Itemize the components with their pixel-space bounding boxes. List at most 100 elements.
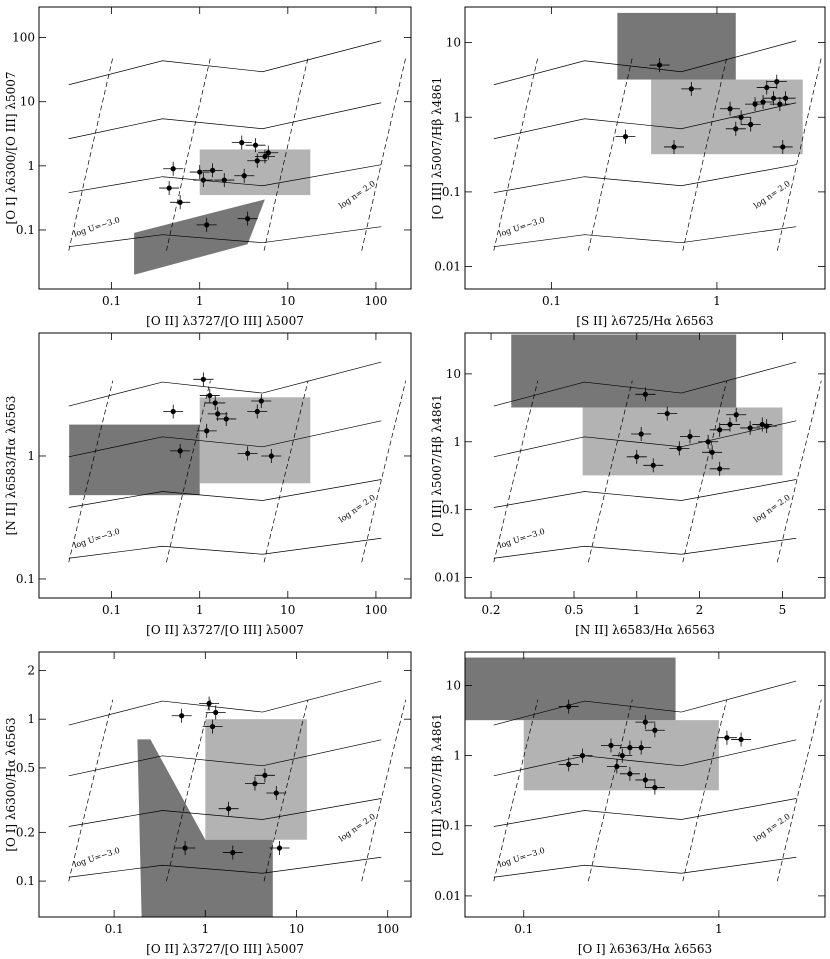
dark-shaded-region (69, 424, 200, 496)
data-point (642, 391, 648, 397)
plot-frame (38, 6, 412, 290)
data-point (748, 121, 754, 128)
data-point (207, 392, 213, 399)
y-tick-label: 2 (27, 663, 35, 677)
model-grid-line-dashed (263, 699, 309, 882)
model-grid-line (493, 420, 797, 458)
dark-shaded-region (511, 334, 737, 408)
x-tick-label: 0.5 (564, 603, 583, 617)
x-tick-label: 10 (280, 294, 295, 308)
model-grid-line (68, 40, 382, 86)
model-grid-line (493, 361, 797, 407)
data-point (780, 144, 786, 150)
data-point (650, 462, 656, 468)
model-grid-line-dashed (361, 699, 407, 882)
data-point (709, 449, 715, 455)
data-point (687, 433, 693, 439)
model-grid-line-dashed (682, 380, 728, 563)
y-tick-label: 1 (27, 449, 35, 463)
data-point (268, 453, 274, 459)
x-tick-label: 0.1 (105, 922, 124, 936)
data-point (273, 790, 279, 796)
model-grid-line (493, 680, 797, 726)
plot-frame (38, 332, 412, 599)
y-axis-title: [O I] λ6300/Hα λ6563 (4, 717, 18, 851)
data-point (622, 134, 629, 140)
x-tick-label: 1 (713, 294, 721, 308)
model-grid-line-dashed (587, 380, 633, 563)
data-point (642, 777, 648, 783)
y-tick-label: 10 (446, 367, 461, 381)
plot-frame (464, 332, 826, 599)
data-point (276, 845, 283, 851)
model-grid-line (68, 798, 382, 827)
data-point (230, 849, 236, 856)
model-grid-line-dashed (682, 699, 728, 882)
y-tick-label: 0.01 (434, 571, 461, 585)
data-point (166, 185, 172, 191)
y-tick-label: 100 (12, 31, 35, 45)
model-grid-line-dashed (493, 380, 539, 563)
data-point (245, 450, 251, 456)
grid-n-label: log n= 2.0 (752, 179, 792, 211)
dark-shaded-region (137, 739, 273, 917)
model-grid-line (493, 856, 797, 878)
data-point (770, 95, 777, 101)
y-tick-label: 1 (453, 435, 461, 449)
x-tick-label: 0.1 (542, 294, 561, 308)
y-tick-label: 0.1 (442, 819, 461, 833)
data-point (733, 412, 739, 418)
y-tick-label: 0.01 (434, 260, 461, 274)
data-point (262, 772, 268, 778)
y-tick-label: 0.1 (16, 874, 35, 888)
data-point (200, 177, 206, 183)
data-point (634, 454, 640, 460)
data-point (760, 99, 766, 105)
data-point (182, 845, 188, 851)
x-tick-label: 10 (289, 922, 304, 936)
grid-u-label: log U=−3.0 (498, 215, 546, 238)
data-point (215, 411, 221, 417)
grid-u-label: log U=−3.0 (498, 527, 546, 550)
y-tick-label: 1 (453, 110, 461, 124)
y-tick-label: 0.01 (434, 889, 461, 903)
model-grid-line (68, 102, 382, 140)
data-point (213, 709, 219, 716)
y-axis-title: [O I] λ6300/[O III] λ5007 (4, 72, 18, 225)
data-point (619, 753, 625, 759)
light-shaded-region (205, 719, 307, 840)
model-grid-line (68, 479, 382, 508)
dark-shaded-region (465, 657, 676, 721)
x-tick-label: 0.1 (102, 294, 121, 308)
model-grid-line-dashed (68, 57, 114, 251)
data-point (608, 742, 614, 748)
data-point (170, 408, 176, 415)
data-point (642, 719, 648, 725)
data-point (777, 101, 783, 107)
grid-n-label: log n= 2.0 (337, 179, 377, 211)
x-tick-label: 5 (779, 603, 787, 617)
model-grid-line-dashed (68, 380, 114, 563)
data-point (664, 410, 670, 417)
data-point (614, 763, 620, 770)
data-point (727, 421, 733, 428)
model-grid-line (68, 361, 382, 407)
model-grid-line (493, 798, 797, 827)
x-axis-title: [S II] λ6725/Hα λ6563 (576, 314, 713, 328)
data-point (179, 713, 185, 719)
model-grid-line-dashed (776, 57, 822, 251)
data-point (170, 166, 176, 172)
data-point (197, 169, 203, 175)
data-point (252, 142, 259, 148)
model-grid-line-dashed (776, 699, 822, 882)
data-point (206, 700, 212, 707)
model-grid-line-dashed (493, 57, 539, 251)
data-point (579, 753, 586, 759)
y-tick-label: 0.1 (16, 572, 35, 586)
y-tick-label: 1 (27, 159, 35, 173)
x-tick-label: 100 (376, 922, 399, 936)
